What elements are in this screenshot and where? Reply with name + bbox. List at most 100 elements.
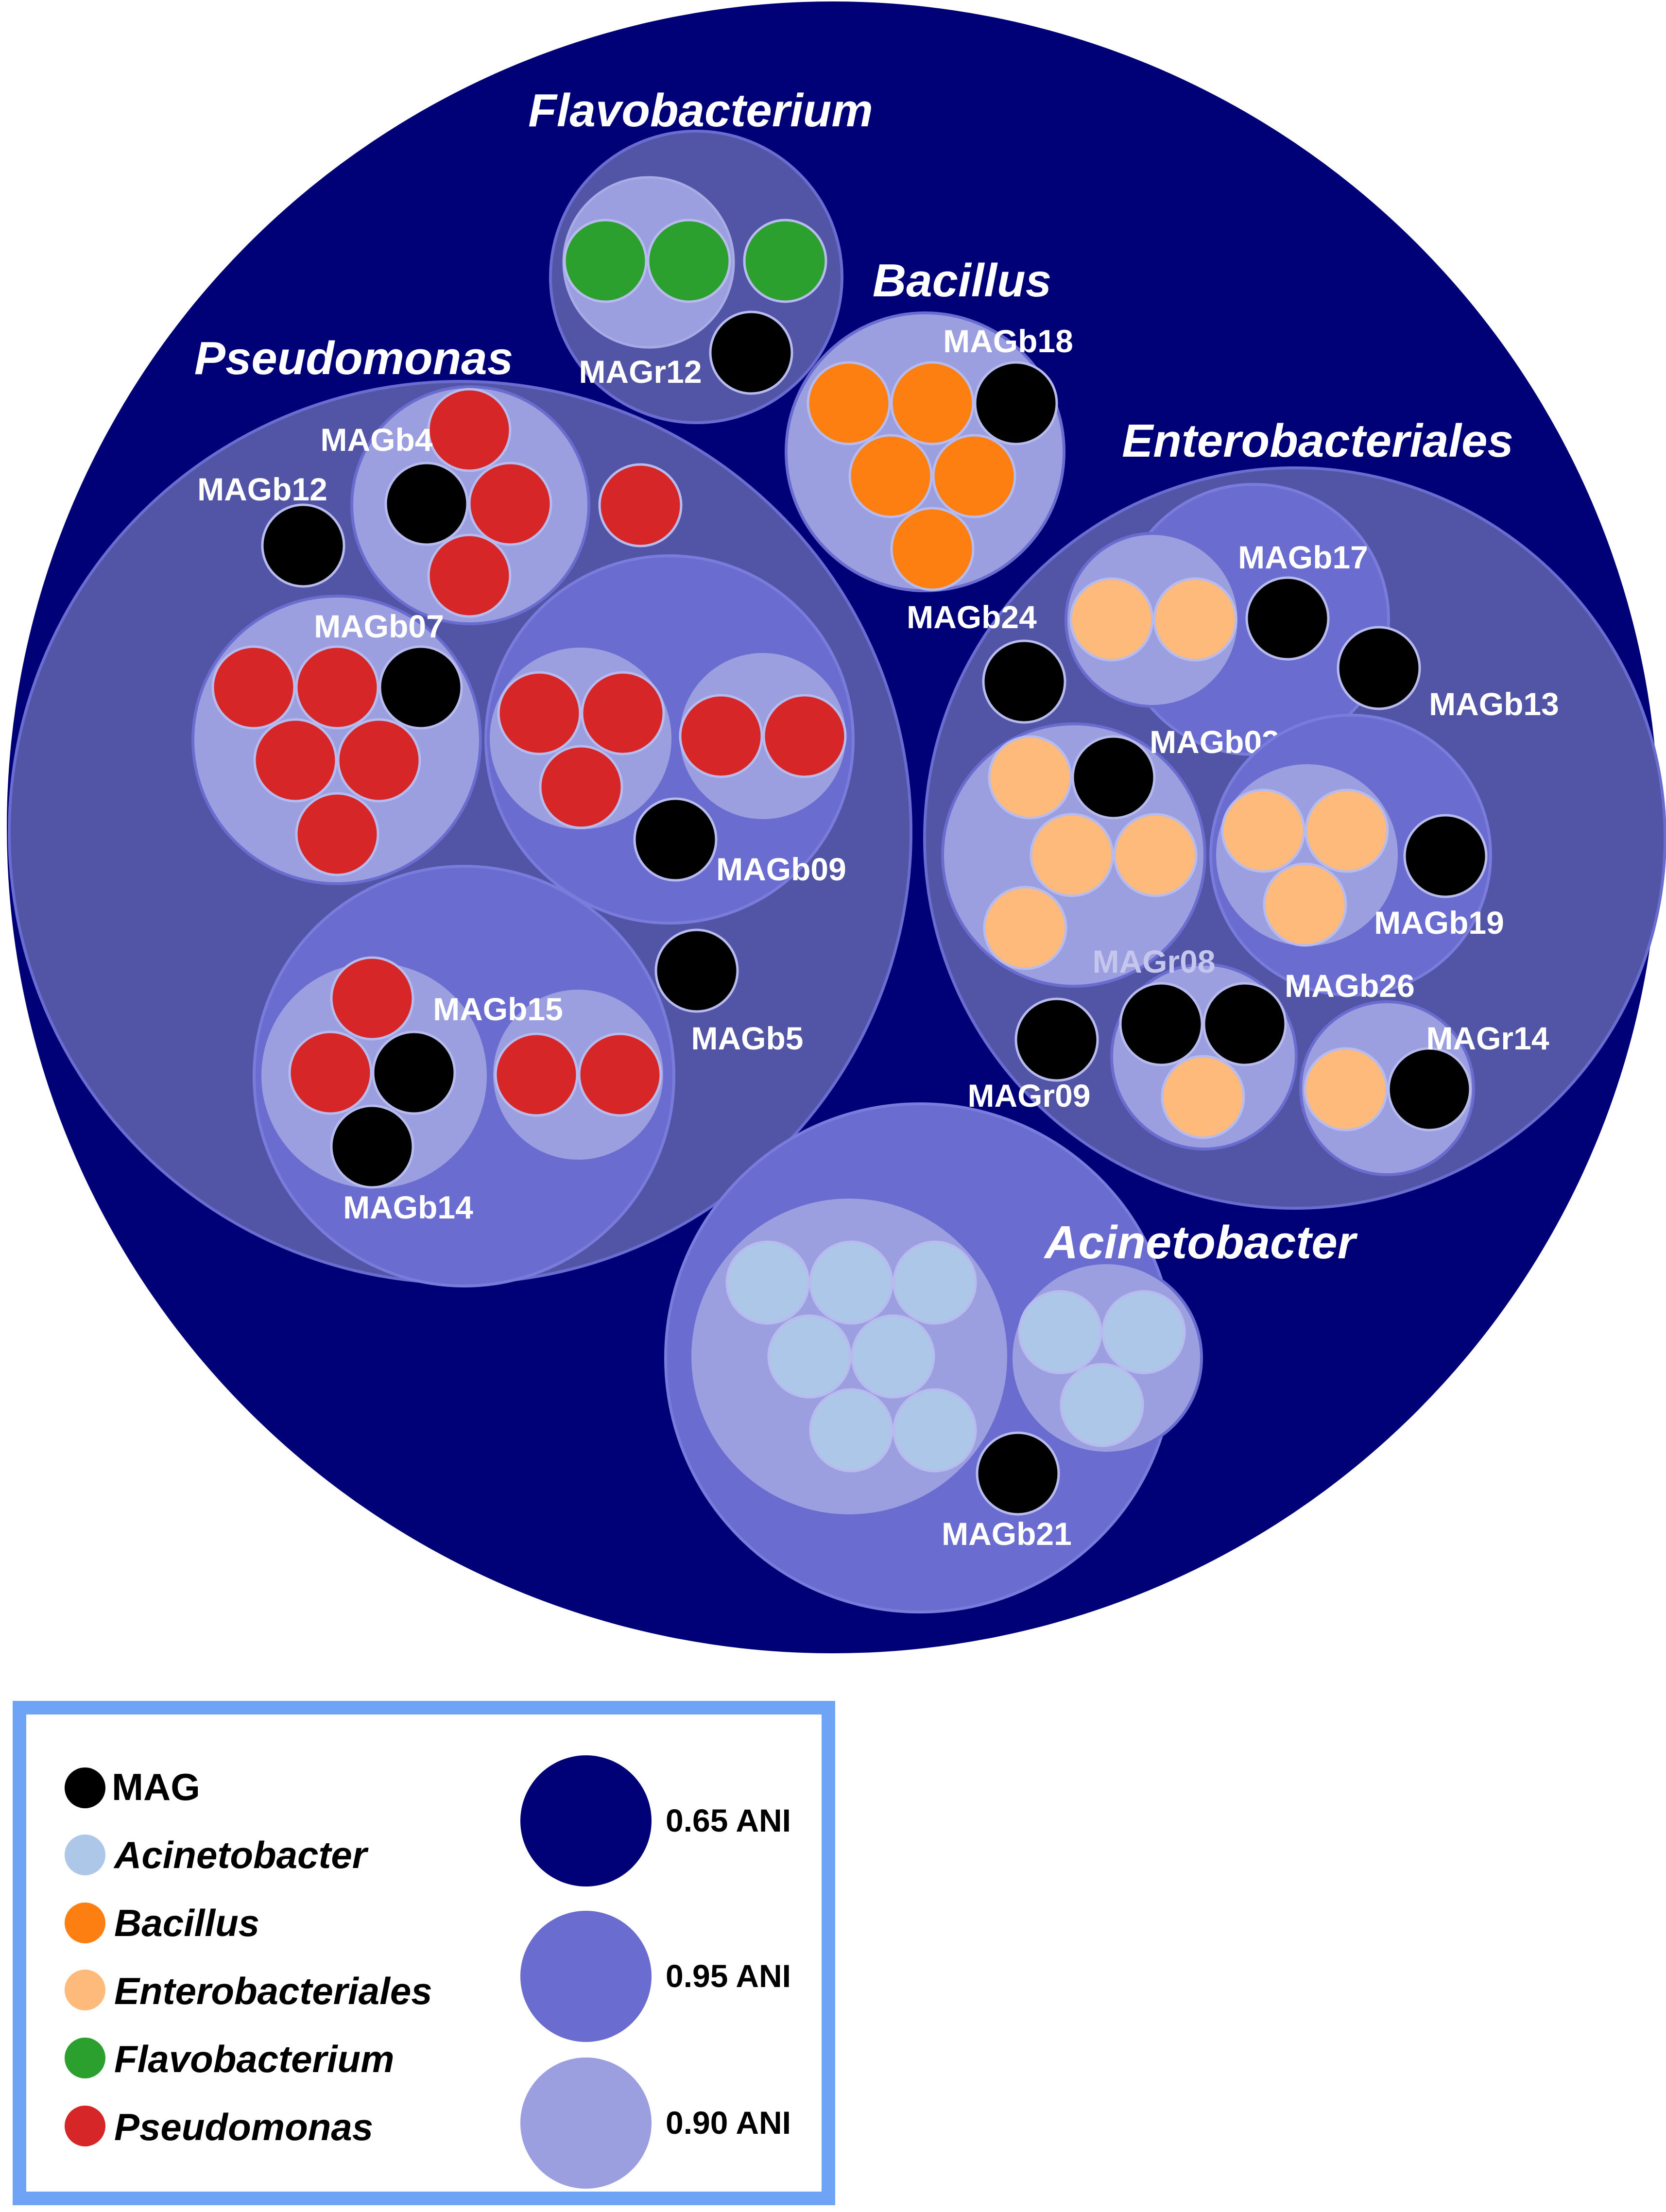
legend-label-bacillus: Bacillus — [114, 1902, 259, 1944]
pseudomonas-genome — [497, 671, 582, 755]
pseudomonas-genome — [253, 718, 338, 803]
enterobacteriales-genome — [1030, 813, 1114, 897]
pseudomonas-genome — [427, 388, 512, 472]
legend: MAG Acinetobacter Bacillus Enterobacteri… — [13, 1701, 835, 2205]
flavobacterium-genome — [563, 219, 648, 303]
mag-label-magb24: MAGb24 — [907, 599, 1037, 635]
group-label-pseudomonas: Pseudomonas — [194, 332, 513, 384]
enterobacteriales-genome — [1069, 577, 1154, 662]
group-label-enterobacteriales: Enterobacteriales — [1122, 415, 1513, 467]
legend-label-mag: MAG — [112, 1766, 200, 1808]
mag-genome — [974, 361, 1058, 446]
legend-swatch-flavobacterium — [65, 2038, 105, 2078]
legend-swatch-acinetobacter — [65, 1835, 105, 1875]
pseudomonas-cluster: MAGb4 MAGb12 MAGb07 MAGb09 MAGb5 — [8, 332, 912, 1287]
legend-label-acinetobacter: Acinetobacter — [113, 1834, 369, 1876]
enterobacteriales-genome — [1305, 789, 1389, 873]
legend-swatch-bacillus — [65, 1903, 105, 1943]
mag-genome — [261, 503, 345, 588]
pseudomonas-genome — [330, 956, 414, 1041]
mag-genome — [709, 310, 793, 395]
mag-genome — [384, 462, 469, 546]
acinetobacter-genome — [893, 1388, 977, 1473]
pseudomonas-genome — [539, 745, 623, 829]
enterobacteriales-genome — [1304, 1047, 1388, 1132]
enterobacteriales-cluster: MAGb17 MAGb24 MAGb13 MAGb03 MAGb19 MAGr0… — [907, 415, 1666, 1210]
acinetobacter-genome — [893, 1240, 977, 1325]
pseudomonas-genome — [427, 533, 512, 618]
mag-genome — [982, 639, 1066, 724]
acinetobacter-cluster: MAGb21 Acinetobacter — [664, 1102, 1358, 1613]
enterobacteriales-genome — [983, 886, 1067, 970]
bacillus-genome — [890, 361, 975, 446]
mag-genome — [633, 797, 718, 882]
pseudomonas-genome — [762, 694, 847, 778]
group-label-acinetobacter: Acinetobacter — [1044, 1217, 1358, 1269]
mag-label-magb26: MAGb26 — [1285, 968, 1415, 1004]
mag-genome — [372, 1030, 456, 1115]
pseudomonas-genome — [679, 694, 763, 778]
legend-swatch-ani-095 — [520, 1911, 652, 2042]
enterobacteriales-genome — [1113, 813, 1198, 897]
pseudomonas-genome — [468, 462, 552, 546]
bacillus-genome — [890, 507, 975, 591]
pseudomonas-genome — [598, 463, 683, 548]
mag-genome — [1119, 982, 1203, 1066]
mag-label-magb12: MAGb12 — [197, 471, 327, 507]
enterobacteriales-genome — [1263, 862, 1347, 947]
pseudomonas-genome — [295, 645, 379, 730]
bacillus-genome — [807, 361, 891, 446]
pseudomonas-genome — [581, 671, 665, 755]
acinetobacter-genome — [1018, 1290, 1102, 1374]
mag-label-magr09: MAGr09 — [967, 1078, 1090, 1114]
acinetobacter-genome — [809, 1388, 893, 1473]
legend-swatch-ani-065 — [520, 1755, 652, 1886]
enterobacteriales-genome — [1221, 789, 1305, 873]
mag-label-magb09: MAGb09 — [716, 851, 846, 887]
mag-label-magb17: MAGb17 — [1238, 539, 1368, 575]
legend-box — [13, 1701, 835, 2205]
mag-genome — [1245, 576, 1330, 661]
enterobacteriales-genome — [1153, 577, 1237, 662]
acinetobacter-genome — [809, 1240, 893, 1325]
bacillus-genome — [932, 434, 1016, 518]
pseudomonas-genome — [211, 645, 296, 730]
mag-label-magb5: MAGb5 — [691, 1020, 804, 1056]
enterobacteriales-genome — [1161, 1055, 1245, 1139]
mag-genome — [654, 928, 739, 1013]
legend-swatch-enterobacteriales — [65, 1970, 105, 2010]
mag-genome — [1202, 982, 1287, 1066]
flavobacterium-cluster: Flavobacterium MAGr12 — [528, 85, 873, 424]
mag-label-magb15: MAGb15 — [433, 991, 563, 1027]
mag-genome — [1014, 997, 1099, 1082]
acinetobacter-genome — [725, 1240, 810, 1325]
mag-label-magb18: MAGb18 — [943, 323, 1073, 359]
mag-genome — [976, 1431, 1060, 1516]
pseudomonas-genome — [494, 1032, 579, 1117]
mag-label-magb19: MAGb19 — [1374, 905, 1504, 941]
legend-label-ani-095: 0.95 ANI — [666, 1958, 791, 1994]
group-label-flavobacterium: Flavobacterium — [528, 85, 873, 137]
legend-label-ani-090: 0.90 ANI — [666, 2105, 791, 2141]
acinetobacter-genome — [1101, 1290, 1186, 1374]
legend-swatch-mag — [65, 1767, 105, 1808]
flavobacterium-genome — [647, 219, 731, 303]
pseudomonas-genome — [337, 718, 421, 803]
flavobacterium-genome — [743, 219, 827, 303]
legend-label-pseudomonas: Pseudomonas — [114, 2106, 373, 2148]
group-label-bacillus: Bacillus — [873, 255, 1051, 307]
mag-genome — [1071, 735, 1156, 820]
mag-label-magb21: MAGb21 — [942, 1516, 1072, 1552]
mag-label-magr14: MAGr14 — [1426, 1020, 1549, 1056]
legend-label-flavobacterium: Flavobacterium — [114, 2038, 395, 2080]
acinetobacter-genome — [767, 1314, 852, 1399]
mag-genome — [1337, 626, 1421, 710]
pseudomonas-genome — [295, 792, 379, 876]
mag-genome — [1387, 1047, 1472, 1132]
mag-label-magr12: MAGr12 — [579, 354, 702, 390]
legend-label-ani-065: 0.65 ANI — [666, 1802, 791, 1838]
bacillus-genome — [848, 434, 933, 518]
pseudomonas-genome — [578, 1032, 662, 1117]
enterobacteriales-genome — [988, 735, 1072, 820]
